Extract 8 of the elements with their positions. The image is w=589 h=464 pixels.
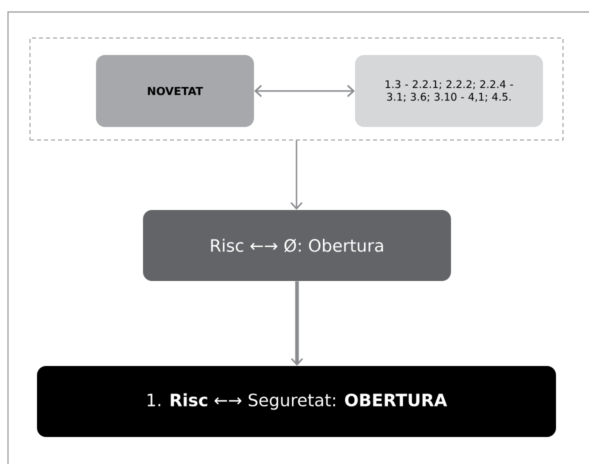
- result-box: 1. Risc ←→ Seguretat: OBERTURA: [37, 366, 556, 437]
- reference-box: 1.3 - 2.2.1; 2.2.2; 2.2.4 - 3.1; 3.6; 3.10 - 4,1; 4.5.: [355, 55, 543, 127]
- arrow: [254, 84, 355, 98]
- process-box: Risc ←→ Ø: Obertura: [143, 210, 451, 281]
- arrow: [290, 140, 303, 210]
- arrow: [290, 281, 304, 366]
- label-box: NOVETAT: [96, 55, 254, 127]
- dashed-group-box: [30, 38, 564, 140]
